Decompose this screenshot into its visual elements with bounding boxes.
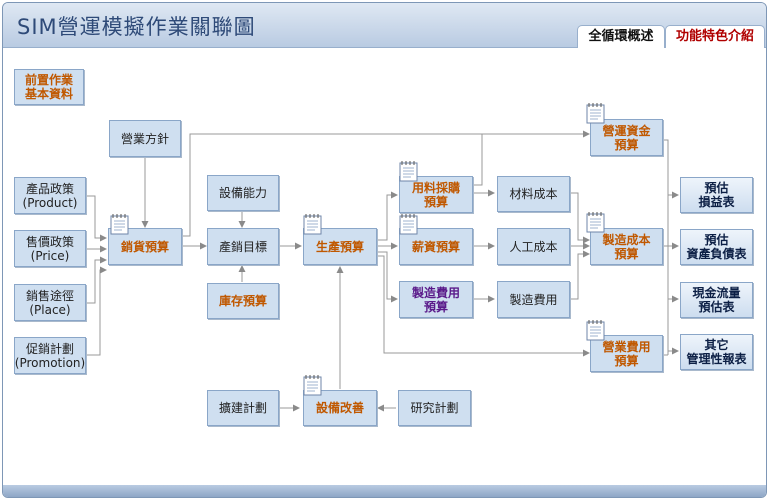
arrow-material-cost-to-mfg-cost [570,192,590,244]
arrow-product-to-sales-budget [86,195,107,242]
promotion-box[interactable]: 促銷計劃 (Promotion) [14,337,86,374]
product-policy-box[interactable]: 產品政策 (Product) [14,177,86,214]
mfg-expense-box[interactable]: 製造費用 [497,281,570,318]
footer-bar [3,485,766,497]
arrow-place-to-sales-budget [86,256,107,304]
arrow-production-to-operating-expense [377,255,590,357]
header-bar: SIM營運模擬作業關聯圖 全循環概述 功能特色介紹 [3,3,766,48]
cash-flow-estimate-box[interactable]: 現金流量 預估表 [680,282,753,318]
arrow-production-to-mfg-expense-budget [377,251,398,303]
notepad-icon [586,320,605,341]
material-cost-box[interactable]: 材料成本 [497,176,570,212]
notepad-icon [303,214,322,235]
labor-cost-box[interactable]: 人工成本 [497,228,570,265]
est-income-statement-box[interactable]: 預估 損益表 [680,177,753,213]
material-purchase-budget-box[interactable]: 用料採購 預算 [399,176,473,213]
notepad-icon [303,375,322,396]
equipment-capacity-box[interactable]: 設備能力 [207,175,279,211]
research-plan-box[interactable]: 研究計劃 [398,390,471,426]
arrow-promotion-to-sales-budget [86,266,107,356]
operating-expense-budget-box[interactable]: 營業費用 預算 [590,335,663,372]
inventory-budget-box[interactable]: 庫存預算 [207,283,279,319]
notepad-icon [110,214,129,235]
basic-data-box[interactable]: 前置作業 基本資料 [14,69,84,105]
page-title: SIM營運模擬作業關聯圖 [17,15,256,39]
place-box[interactable]: 銷售途徑 (Place) [14,284,86,321]
sales-policy-box[interactable]: 營業方針 [109,120,181,157]
operating-capital-budget-box[interactable]: 營運資金 預算 [590,119,663,156]
arrow-production-to-material-budget [377,191,398,241]
est-balance-sheet-box[interactable]: 預估 資產負債表 [680,229,753,265]
tab-feature-intro[interactable]: 功能特色介紹 [665,25,765,48]
arrow-mfg-expense-to-mfg-cost [570,250,590,300]
production-target-box[interactable]: 產銷目標 [207,228,279,265]
notepad-icon [399,161,418,182]
expansion-plan-box[interactable]: 擴建計劃 [207,390,279,426]
arrow-material-budget-to-operating-capital [473,134,483,186]
mfg-cost-budget-box[interactable]: 製造成本 預算 [590,228,663,265]
right-bus-line [663,139,669,355]
arrow-sales-budget-to-operating-capital [182,130,590,237]
notepad-icon [586,103,605,124]
equipment-improve-box[interactable]: 設備改善 [303,390,377,426]
other-reports-box[interactable]: 其它 管理性報表 [680,334,753,370]
notepad-icon [586,212,605,233]
tab-full-cycle-overview[interactable]: 全循環概述 [577,25,665,48]
price-policy-box[interactable]: 售價政策 (Price) [14,230,86,267]
mfg-expense-budget-box[interactable]: 製造費用 預算 [399,281,473,318]
notepad-icon [399,214,418,235]
